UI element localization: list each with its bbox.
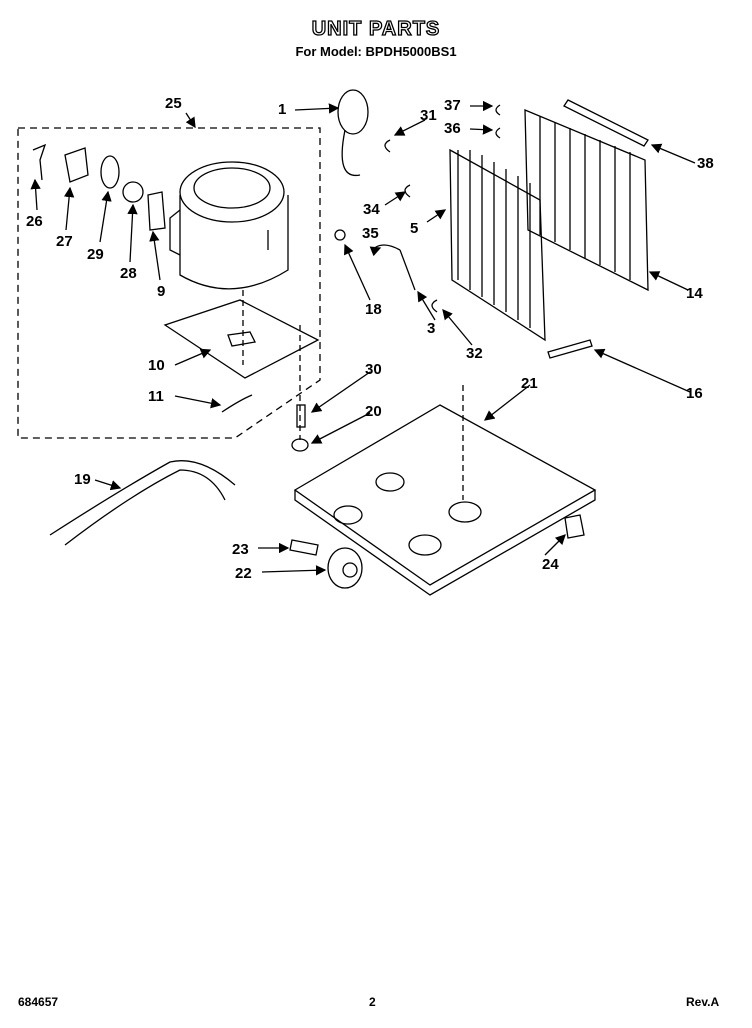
foot-24 [564,514,585,539]
revision: Rev.A [686,995,720,1009]
coil-14 [524,109,649,292]
callout-16: 16 [686,385,703,402]
base-pan-21 [293,385,597,596]
callout-9: 9 [157,283,166,300]
gasket-9 [147,191,166,231]
callout-22: 22 [235,565,252,582]
part-28 [122,181,144,203]
callout-5: 5 [410,220,419,237]
callout-36: 36 [444,120,461,137]
callout-27: 27 [56,233,73,250]
model-subtitle: For Model: BPDH5000BS1 [295,44,457,59]
callout-31: 31 [420,107,437,124]
callout-37: 37 [444,97,461,114]
part-26 [32,143,47,181]
mounting-plate [163,299,320,379]
callout-10: 10 [148,357,165,374]
page-title: UNIT PARTS [311,17,441,40]
callout-11: 11 [148,388,164,405]
grommet-20 [291,438,309,452]
bracket [221,394,253,413]
callout-29: 29 [87,246,104,263]
callout-14: 14 [686,285,703,302]
callout-21: 21 [521,375,538,392]
callout-1: 1 [278,101,287,118]
callout-23: 23 [232,541,249,558]
callout-3: 3 [427,320,436,337]
strip-16 [547,339,593,359]
callout-28: 28 [120,265,137,282]
callout-25: 25 [165,95,182,112]
compressor [169,161,289,290]
callout-34: 34 [363,201,380,218]
callout-26: 26 [26,213,43,230]
callout-35: 35 [362,225,379,242]
callout-24: 24 [542,556,559,573]
assembly-boundary [17,127,321,439]
callout-32: 32 [466,345,483,362]
document-number: 684657 [18,995,59,1009]
coil-5 [449,148,546,342]
spacer-30 [296,404,306,428]
wire-harness-19 [49,460,236,546]
wheel-22 [327,547,363,589]
axle-23 [289,539,319,556]
strip-38 [563,99,649,147]
part-27 [64,147,89,183]
part-29 [100,155,120,189]
callout-30: 30 [365,361,382,378]
callout-19: 19 [74,471,91,488]
callout-38: 38 [697,155,714,172]
tube-1 [337,89,369,135]
callout-20: 20 [365,403,382,420]
callout-18: 18 [365,301,382,318]
page-number: 2 [369,995,376,1009]
